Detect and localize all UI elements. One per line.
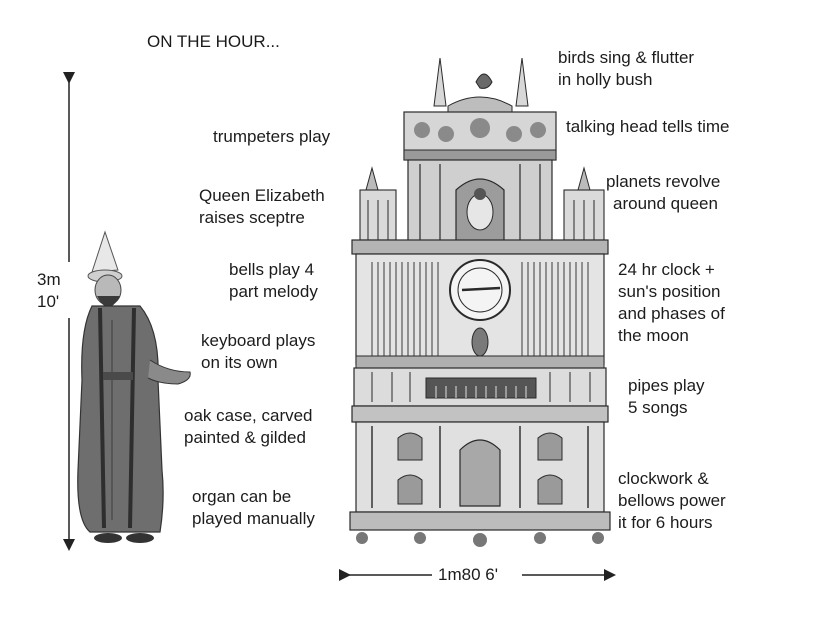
width-label: 1m80 6' — [432, 564, 504, 586]
organ-clock — [349, 57, 611, 547]
page-title: ON THE HOUR... — [147, 32, 280, 51]
label-head: talking head tells time — [566, 117, 730, 136]
person-figure — [77, 230, 191, 543]
label-trumpeters: trumpeters play — [213, 127, 331, 146]
